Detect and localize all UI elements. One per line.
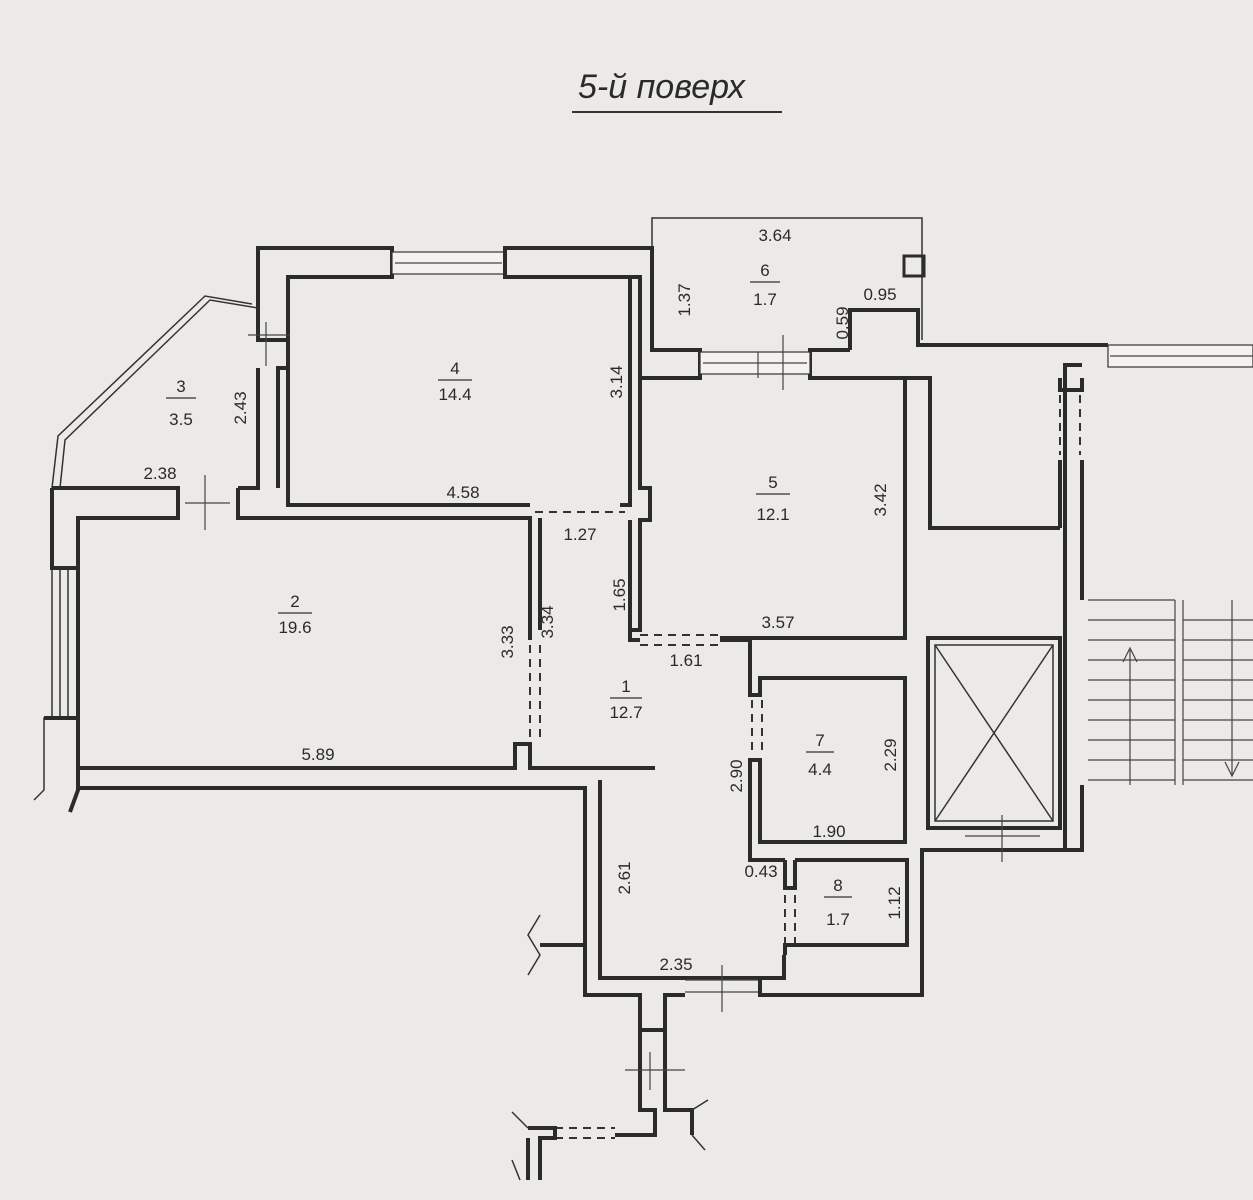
dimension-label: 5.89 xyxy=(301,745,334,764)
dimension-label: 1.37 xyxy=(675,283,694,316)
dimension-label: 0.59 xyxy=(833,306,852,339)
dimension-label: 2.43 xyxy=(231,391,250,424)
room-area: 12.1 xyxy=(756,505,789,524)
room-number: 7 xyxy=(815,731,824,750)
room-area: 1.7 xyxy=(753,290,777,309)
room-3-label: 3 3.5 xyxy=(166,377,196,429)
dimension-label: 3.42 xyxy=(871,483,890,516)
dimension-label: 3.14 xyxy=(607,365,626,398)
dimension-label: 3.33 xyxy=(498,625,517,658)
dimension-label: 0.43 xyxy=(744,862,777,881)
room-number: 6 xyxy=(760,261,769,280)
dimension-label: 2.29 xyxy=(881,738,900,771)
walls xyxy=(33,217,1253,1181)
dimension-label: 2.38 xyxy=(143,464,176,483)
staircase xyxy=(1088,599,1253,785)
dimension-label: 1.12 xyxy=(885,886,904,919)
room-area: 12.7 xyxy=(609,703,642,722)
dimension-label: 3.34 xyxy=(538,605,557,638)
room-number: 1 xyxy=(621,677,630,696)
room-labels: 1 12.7 2 19.6 3 3.5 4 14.4 5 12.1 6 1.7 xyxy=(166,261,852,929)
room-4-label: 4 14.4 xyxy=(438,359,472,404)
dimension-label: 0.95 xyxy=(863,285,896,304)
dimension-label: 3.57 xyxy=(761,613,794,632)
room-number: 4 xyxy=(450,359,459,378)
dimension-label: 2.61 xyxy=(615,861,634,894)
dimension-label: 1.27 xyxy=(563,525,596,544)
dimension-label: 4.58 xyxy=(446,483,479,502)
room-8-label: 8 1.7 xyxy=(824,876,852,929)
room-area: 14.4 xyxy=(438,385,471,404)
room-number: 3 xyxy=(176,377,185,396)
room-5-label: 5 12.1 xyxy=(756,473,790,524)
room-number: 5 xyxy=(768,473,777,492)
dimension-label: 2.35 xyxy=(659,955,692,974)
dimension-label: 2.90 xyxy=(727,759,746,792)
dimension-label: 1.65 xyxy=(610,578,629,611)
room-area: 4.4 xyxy=(808,760,832,779)
room-1-label: 1 12.7 xyxy=(609,677,642,722)
dimension-label: 3.64 xyxy=(758,226,791,245)
room-number: 8 xyxy=(833,876,842,895)
room-6-label: 6 1.7 xyxy=(750,261,780,309)
room-2-label: 2 19.6 xyxy=(278,592,312,637)
dimension-label: 1.90 xyxy=(812,822,845,841)
room-number: 2 xyxy=(290,592,299,611)
room-area: 19.6 xyxy=(278,618,311,637)
floor-title: 5-й поверх xyxy=(578,68,746,106)
room-area: 3.5 xyxy=(169,410,193,429)
dimension-labels: 3.64 1.37 0.59 0.95 3.14 2.43 2.38 4.58 … xyxy=(143,226,904,974)
room-7-label: 7 4.4 xyxy=(806,731,834,779)
dimension-label: 1.61 xyxy=(669,651,702,670)
room-area: 1.7 xyxy=(826,910,850,929)
